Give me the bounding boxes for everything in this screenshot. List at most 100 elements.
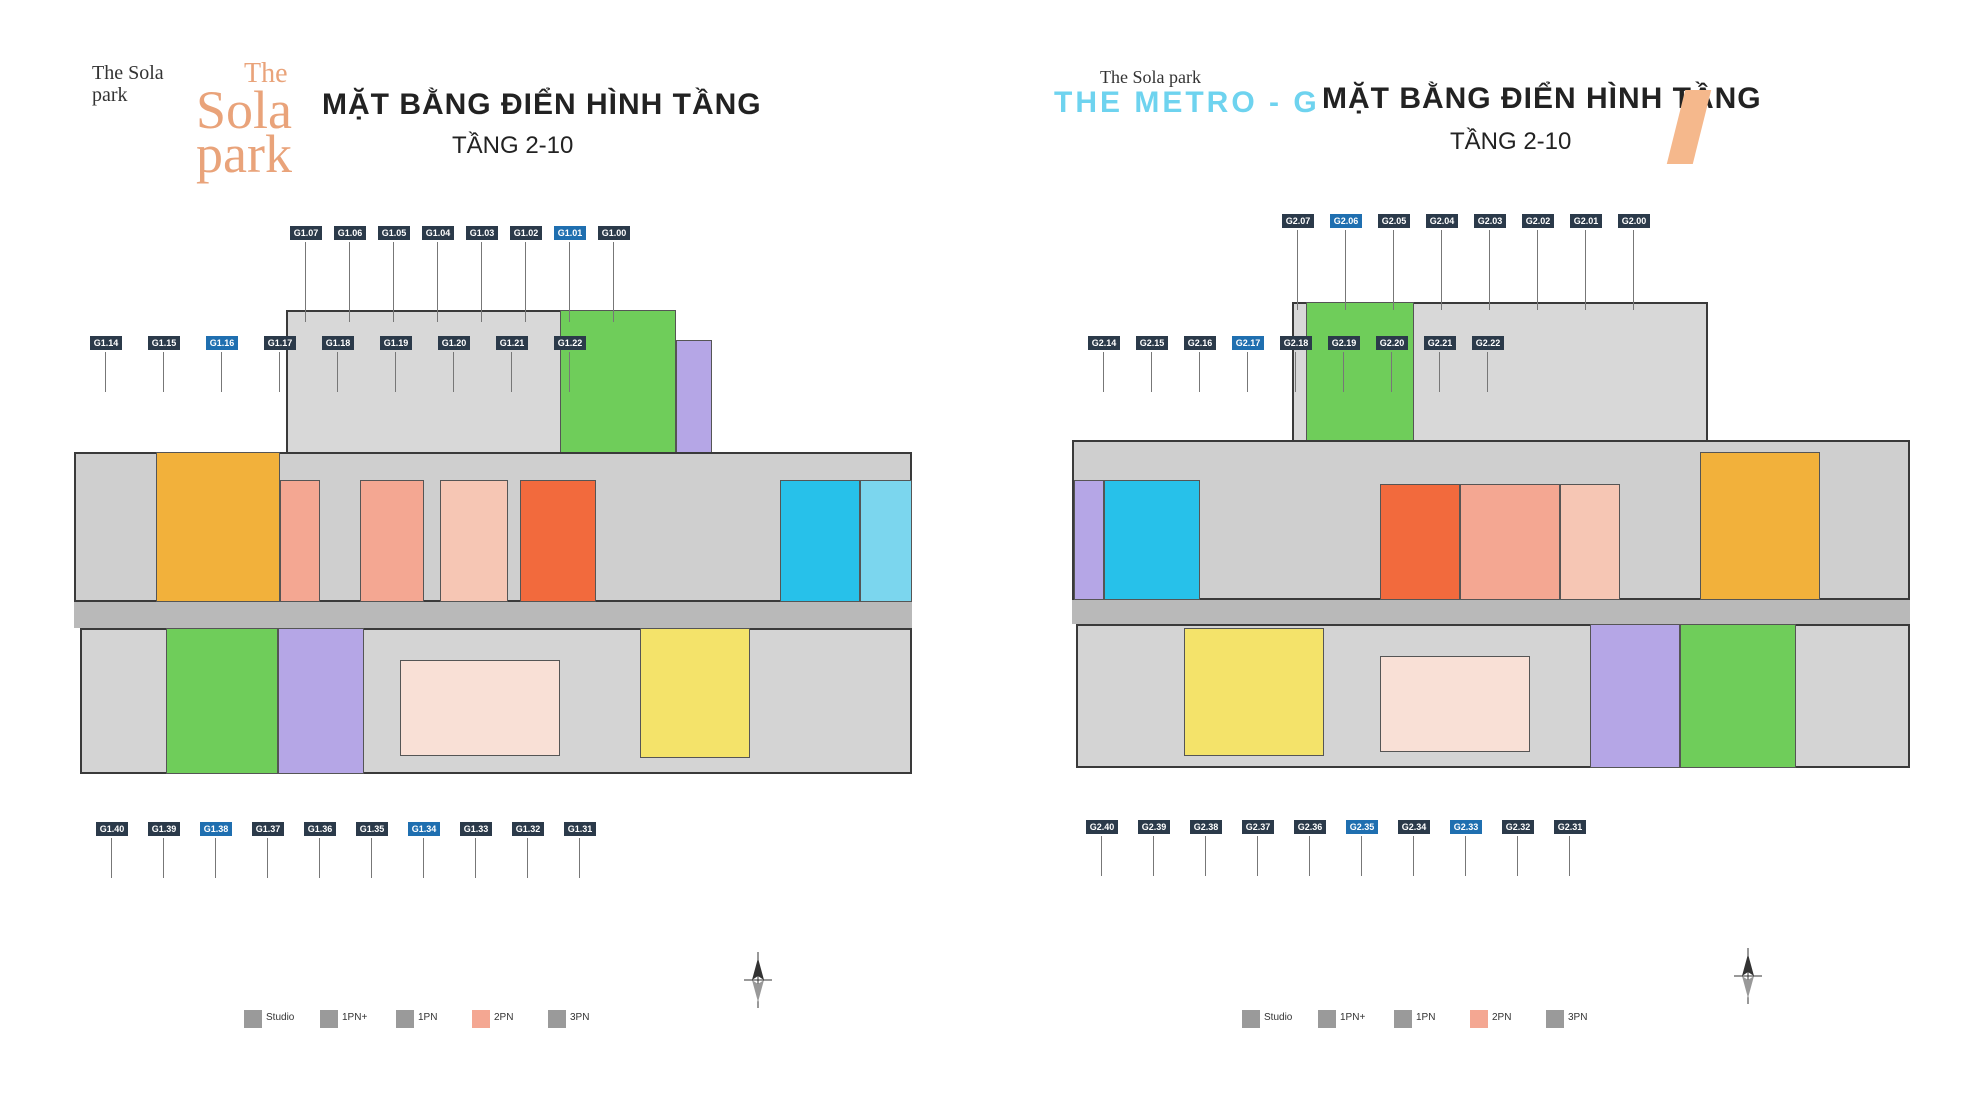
- unit-label[interactable]: G2.03: [1474, 214, 1506, 310]
- unit-label[interactable]: G1.22: [554, 336, 586, 392]
- unit-label[interactable]: G2.39: [1138, 820, 1170, 876]
- unit-label[interactable]: G2.19: [1328, 336, 1360, 392]
- unit-salmon-1[interactable]: [280, 480, 320, 602]
- unit-label[interactable]: G2.01: [1570, 214, 1602, 310]
- unit-label[interactable]: G2.04: [1426, 214, 1458, 310]
- unit-label[interactable]: G2.35: [1346, 820, 1378, 876]
- unit-label[interactable]: G2.15: [1136, 336, 1168, 392]
- unit-peach[interactable]: [440, 480, 508, 602]
- right-corridor: [1072, 600, 1910, 624]
- unit-label[interactable]: G1.18: [322, 336, 354, 392]
- metro-banner: THE METRO - G: [1054, 86, 1320, 119]
- unit-label[interactable]: G1.38: [200, 822, 232, 878]
- unit-red-orange[interactable]: [520, 480, 596, 602]
- legend-label-right: Studio: [1264, 1012, 1293, 1023]
- unit-label[interactable]: G1.31: [564, 822, 596, 878]
- unit-orange-r[interactable]: [1700, 452, 1820, 600]
- unit-label[interactable]: G1.20: [438, 336, 470, 392]
- leader-line: [569, 352, 570, 392]
- unit-lavender[interactable]: [676, 340, 712, 456]
- legend-swatch: [472, 1010, 490, 1028]
- legend-swatch-right: [1470, 1010, 1488, 1028]
- unit-code: G2.00: [1618, 214, 1650, 228]
- unit-label[interactable]: G1.19: [380, 336, 412, 392]
- unit-peach-2[interactable]: [400, 660, 560, 756]
- unit-label[interactable]: G2.32: [1502, 820, 1534, 876]
- unit-label[interactable]: G2.17: [1232, 336, 1264, 392]
- unit-label[interactable]: G1.39: [148, 822, 180, 878]
- unit-lavender-r2[interactable]: [1590, 624, 1680, 768]
- unit-code: G1.04: [422, 226, 454, 240]
- left-corridor: [74, 602, 912, 628]
- unit-label[interactable]: G2.37: [1242, 820, 1274, 876]
- unit-code: G1.19: [380, 336, 412, 350]
- unit-label[interactable]: G1.16: [206, 336, 238, 392]
- unit-label[interactable]: G1.05: [378, 226, 410, 322]
- leader-line: [1517, 836, 1518, 876]
- unit-label[interactable]: G1.07: [290, 226, 322, 322]
- leader-line: [1151, 352, 1152, 392]
- unit-label[interactable]: G1.36: [304, 822, 336, 878]
- unit-label[interactable]: G1.17: [264, 336, 296, 392]
- unit-peach-r[interactable]: [1560, 484, 1620, 600]
- unit-label[interactable]: G2.31: [1554, 820, 1586, 876]
- leader-line: [1633, 230, 1634, 310]
- unit-lavender-2[interactable]: [278, 628, 364, 774]
- unit-label[interactable]: G2.06: [1330, 214, 1362, 310]
- leader-line: [1465, 836, 1466, 876]
- unit-label[interactable]: G1.00: [598, 226, 630, 322]
- unit-salmon-r[interactable]: [1460, 484, 1560, 600]
- unit-yellow[interactable]: [640, 628, 750, 758]
- unit-label[interactable]: G2.02: [1522, 214, 1554, 310]
- unit-label[interactable]: G1.32: [512, 822, 544, 878]
- unit-lavender-r[interactable]: [1074, 480, 1104, 600]
- unit-label[interactable]: G1.01: [554, 226, 586, 322]
- unit-label[interactable]: G1.35: [356, 822, 388, 878]
- unit-green-r[interactable]: [1306, 302, 1414, 452]
- unit-label[interactable]: G2.14: [1088, 336, 1120, 392]
- unit-green[interactable]: [560, 310, 676, 456]
- unit-code: G2.20: [1376, 336, 1408, 350]
- unit-label[interactable]: G2.38: [1190, 820, 1222, 876]
- unit-label[interactable]: G1.04: [422, 226, 454, 322]
- unit-label[interactable]: G2.36: [1294, 820, 1326, 876]
- leader-line: [1393, 230, 1394, 310]
- unit-green-2[interactable]: [166, 628, 278, 774]
- unit-red-orange-r[interactable]: [1380, 484, 1460, 600]
- unit-label[interactable]: G1.06: [334, 226, 366, 322]
- unit-label[interactable]: G1.37: [252, 822, 284, 878]
- unit-label[interactable]: G1.15: [148, 336, 180, 392]
- unit-label[interactable]: G1.33: [460, 822, 492, 878]
- unit-label[interactable]: G2.33: [1450, 820, 1482, 876]
- unit-label[interactable]: G1.40: [96, 822, 128, 878]
- unit-salmon-2[interactable]: [360, 480, 424, 602]
- unit-label[interactable]: G2.20: [1376, 336, 1408, 392]
- unit-label[interactable]: G1.34: [408, 822, 440, 878]
- unit-label[interactable]: G2.34: [1398, 820, 1430, 876]
- unit-cyan-r[interactable]: [1104, 480, 1200, 600]
- unit-yellow-r[interactable]: [1184, 628, 1324, 756]
- unit-label[interactable]: G2.00: [1618, 214, 1650, 310]
- unit-label[interactable]: G1.03: [466, 226, 498, 322]
- unit-label[interactable]: G2.07: [1282, 214, 1314, 310]
- unit-cyan-2[interactable]: [860, 480, 912, 602]
- unit-label[interactable]: G2.05: [1378, 214, 1410, 310]
- unit-label[interactable]: G2.40: [1086, 820, 1118, 876]
- unit-label[interactable]: G2.21: [1424, 336, 1456, 392]
- unit-label[interactable]: G2.18: [1280, 336, 1312, 392]
- unit-orange[interactable]: [156, 452, 280, 602]
- unit-peach-r2[interactable]: [1380, 656, 1530, 752]
- unit-label[interactable]: G1.21: [496, 336, 528, 392]
- unit-label[interactable]: G1.02: [510, 226, 542, 322]
- leader-line: [393, 242, 394, 322]
- unit-cyan-1[interactable]: [780, 480, 860, 602]
- leader-line: [1439, 352, 1440, 392]
- unit-label[interactable]: G2.16: [1184, 336, 1216, 392]
- unit-label[interactable]: G2.22: [1472, 336, 1504, 392]
- legend-swatch-right: [1242, 1010, 1260, 1028]
- unit-label[interactable]: G1.14: [90, 336, 122, 392]
- unit-green-r2[interactable]: [1680, 624, 1796, 768]
- legend-swatch-right: [1318, 1010, 1336, 1028]
- leader-line: [481, 242, 482, 322]
- compass-icon: [744, 952, 772, 1008]
